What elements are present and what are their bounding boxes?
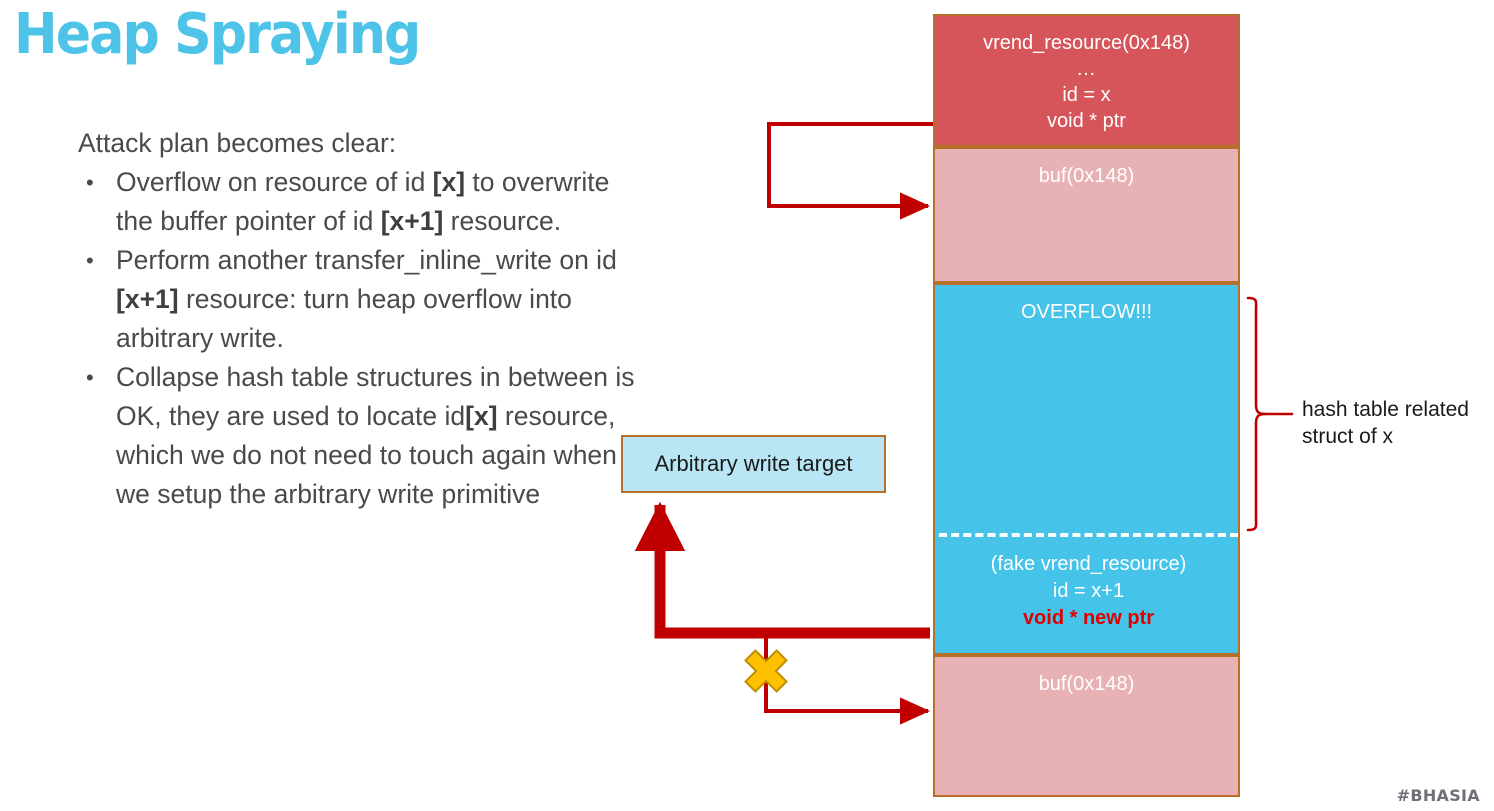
- heap-layout-diagram: vrend_resource(0x148) … id = x void * pt…: [933, 14, 1240, 797]
- heap-block-buf-top: buf(0x148): [933, 147, 1240, 283]
- new-ptr-to-target-connector: [634, 501, 930, 639]
- hash-note-line2: struct of x: [1302, 425, 1394, 448]
- heap-block-overflow: OVERFLOW!!! (fake vrend_resource) id = x…: [933, 283, 1240, 655]
- bullet-item-3: Collapse hash table structures in betwee…: [78, 358, 638, 514]
- text-run: Collapse hash table structures in betwee…: [116, 362, 635, 431]
- blocked-path-x-icon: [744, 649, 788, 693]
- overflow-divider: [939, 533, 1238, 537]
- page-title: Heap Spraying: [14, 2, 421, 67]
- heap-block-line-ellipsis: …: [1076, 58, 1097, 80]
- heap-block-line-ptr: void * ptr: [1047, 110, 1126, 132]
- emphasis-token: [x+1]: [116, 284, 179, 314]
- fake-resource-line2: id = x+1: [1052, 580, 1125, 602]
- text-run: resource.: [443, 206, 562, 236]
- text-run: Perform another transfer_inline_write on…: [116, 245, 617, 275]
- new-ptr-to-buf-bottom-connector: [764, 630, 930, 725]
- ptr-to-buf-top-connector: [767, 122, 933, 220]
- bullet-text-1: Overflow on resource of id [x] to overwr…: [116, 167, 609, 236]
- heap-block-line: buf(0x148): [1038, 165, 1135, 187]
- fake-resource-line1: (fake vrend_resource): [990, 553, 1187, 575]
- fake-resource-new-ptr: void * new ptr: [1022, 607, 1155, 629]
- hash-note-line1: hash table related: [1302, 398, 1469, 421]
- bullet-item-2: Perform another transfer_inline_write on…: [78, 241, 638, 358]
- heap-block-line: vrend_resource(0x148): [983, 32, 1190, 54]
- arbitrary-write-target-box: Arbitrary write target: [621, 435, 886, 493]
- body-text-column: Attack plan becomes clear: Overflow on r…: [78, 124, 638, 514]
- heap-block-line: buf(0x148): [1038, 673, 1135, 695]
- hash-table-annotation: hash table related struct of x: [1302, 396, 1487, 450]
- hash-table-brace: [1246, 296, 1294, 532]
- text-run: resource: turn heap overflow into arbitr…: [116, 284, 572, 353]
- emphasis-token: [x]: [432, 167, 466, 197]
- text-run: Overflow on resource of id: [116, 167, 433, 197]
- text-run: to overwrite the buffer pointer of id: [116, 167, 610, 236]
- fake-vrend-resource-group: (fake vrend_resource) id = x+1 void * ne…: [935, 551, 1242, 632]
- intro-line: Attack plan becomes clear:: [78, 128, 397, 158]
- bullet-item-1: Overflow on resource of id [x] to overwr…: [78, 163, 638, 241]
- bullet-text-3: Collapse hash table structures in betwee…: [116, 362, 635, 509]
- heap-block-line-id: id = x: [1062, 84, 1111, 106]
- heap-block-line-overflow: OVERFLOW!!!: [1020, 301, 1153, 323]
- arbitrary-write-target-label: Arbitrary write target: [654, 451, 853, 476]
- emphasis-token: [x+1]: [380, 206, 444, 236]
- heap-block-vrend-resource: vrend_resource(0x148) … id = x void * pt…: [933, 14, 1240, 147]
- emphasis-token: [x]: [465, 401, 498, 431]
- text-run: resource, which we do not need to touch …: [116, 401, 617, 509]
- footer-hashtag: #BHASIA: [1396, 786, 1480, 805]
- bullet-text-2: Perform another transfer_inline_write on…: [116, 245, 617, 353]
- heap-block-buf-bottom: buf(0x148): [933, 655, 1240, 797]
- bullet-list: Overflow on resource of id [x] to overwr…: [78, 163, 638, 514]
